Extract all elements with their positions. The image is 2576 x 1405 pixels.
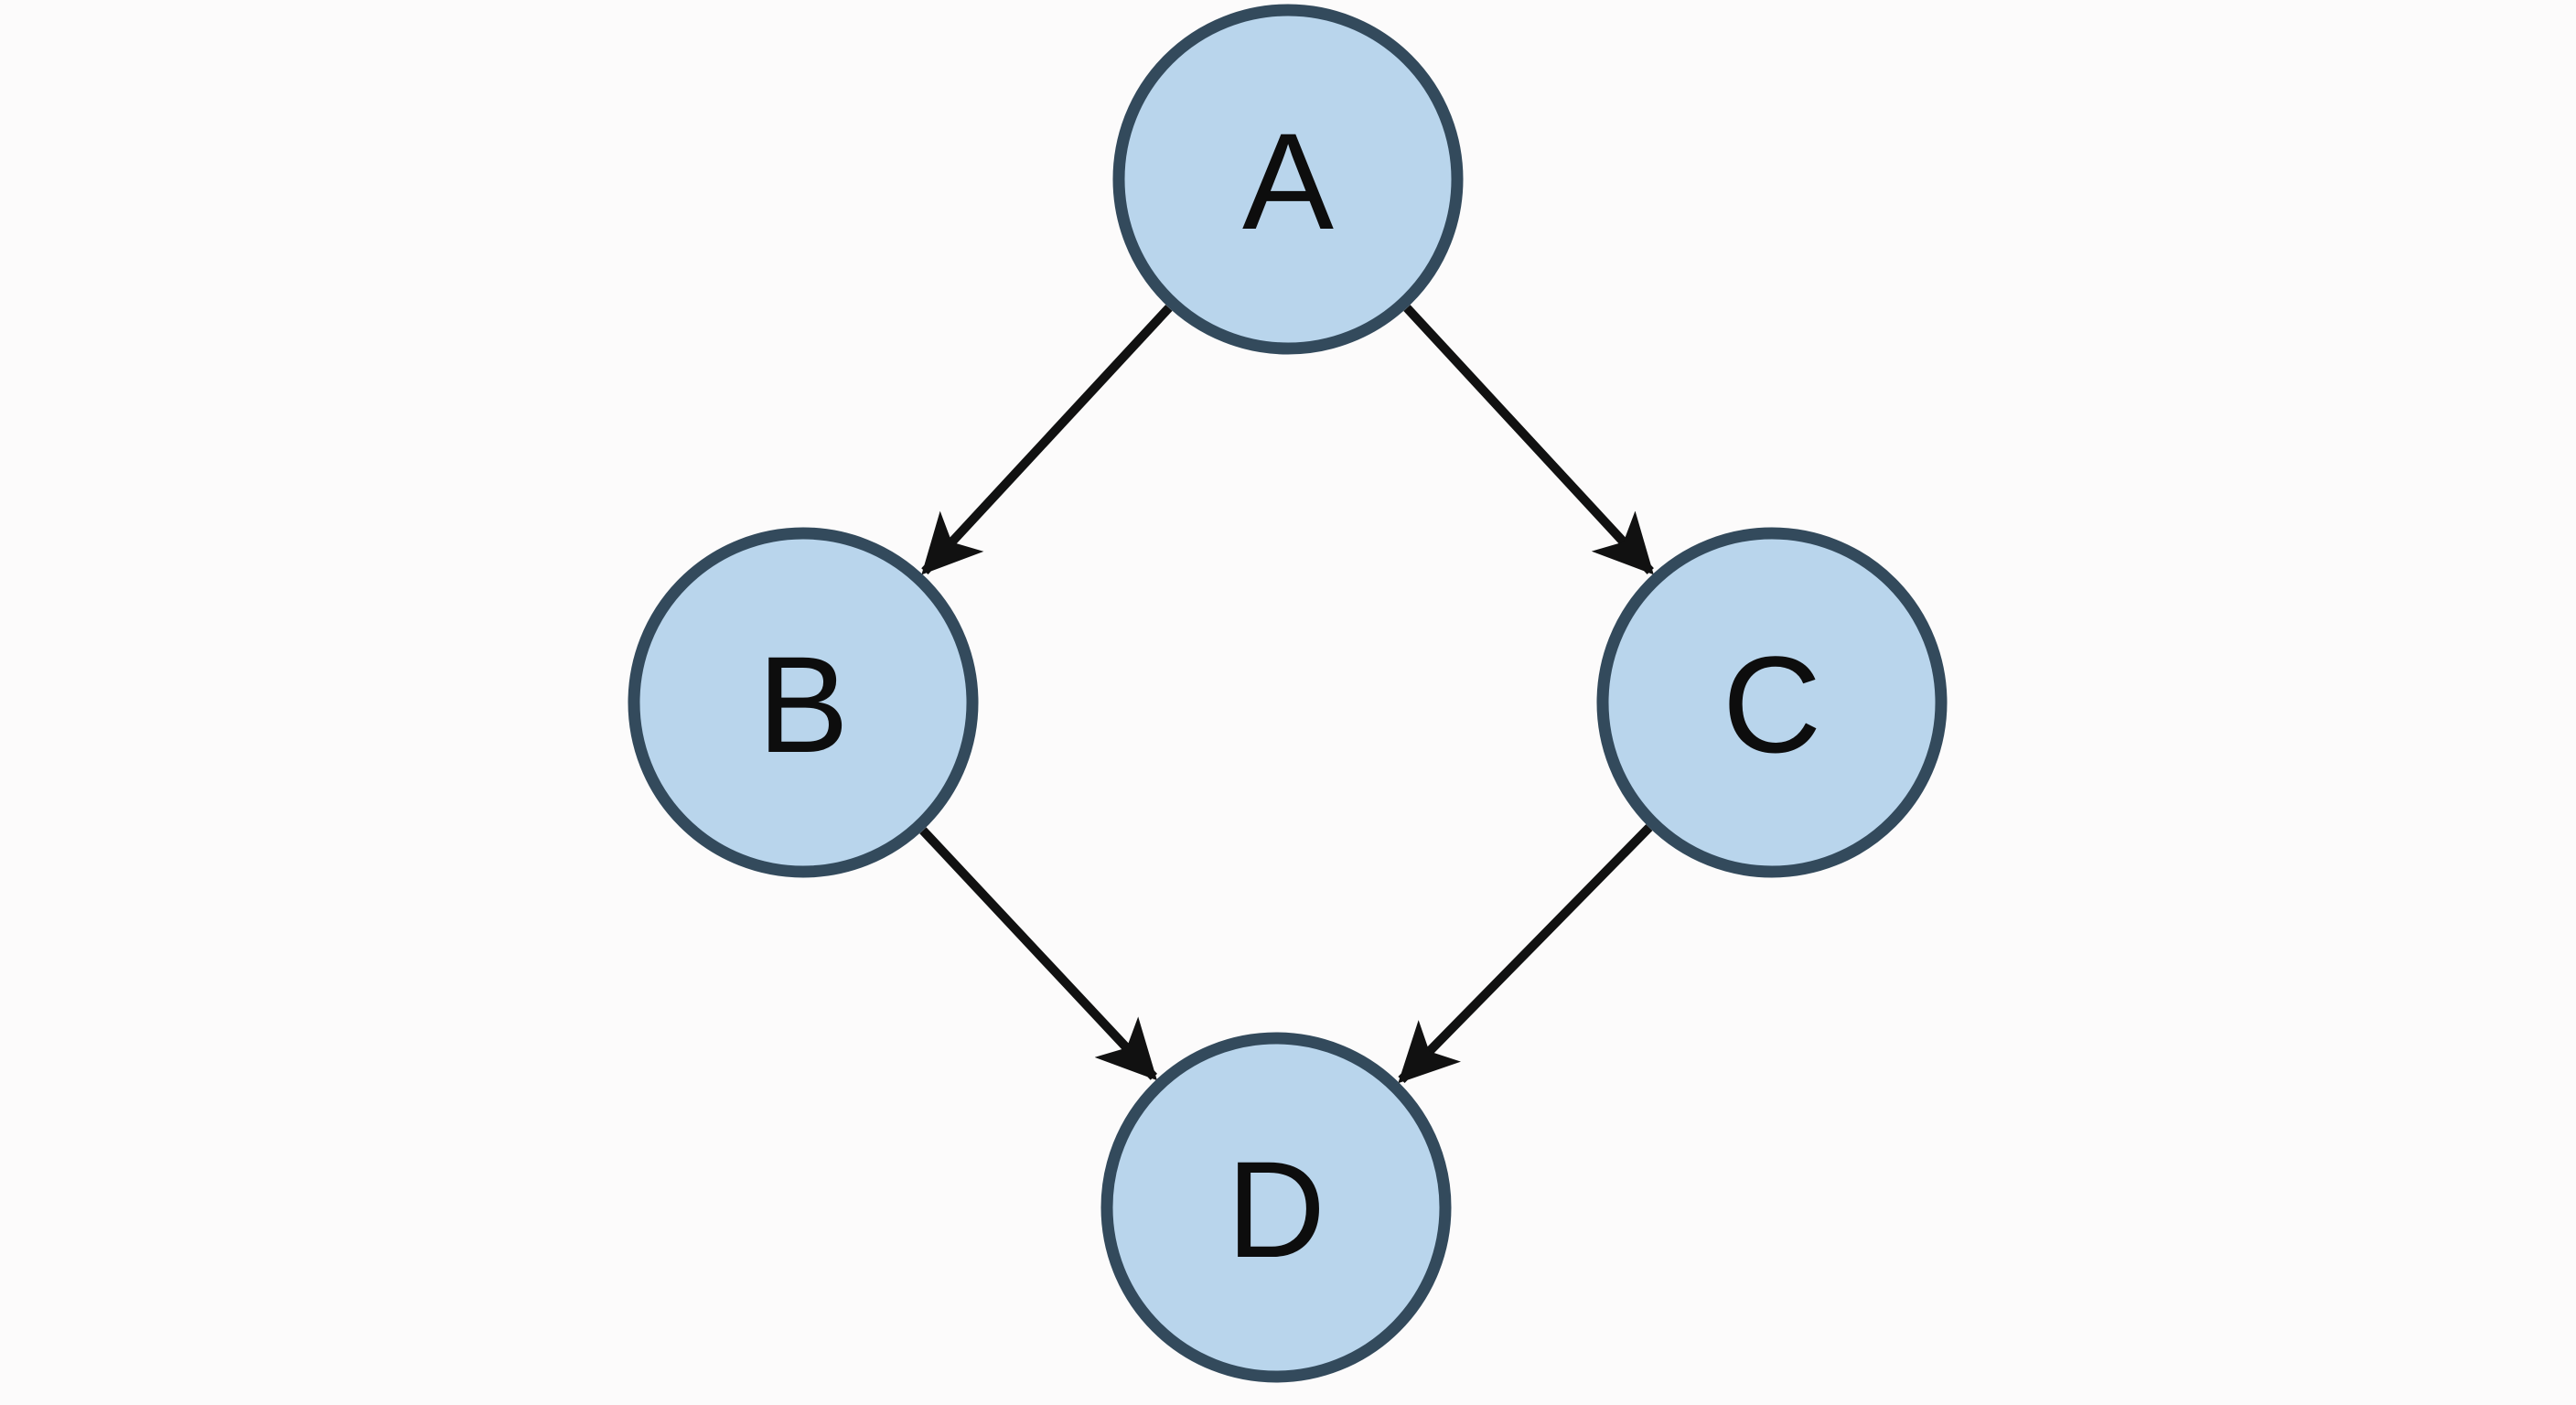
edge-B-D [919,827,1158,1081]
edge-line-B-D [919,827,1158,1081]
node-circle-B [628,527,979,878]
edge-C-D [1398,824,1653,1084]
edge-line-A-B [921,305,1173,575]
edge-A-C [1403,305,1654,575]
node-circle-D [1100,1032,1452,1383]
edge-line-A-C [1403,305,1654,575]
node-A: A [1112,4,1464,355]
node-D: D [1100,1032,1452,1383]
node-label-D: D [1227,1132,1326,1286]
edge-line-C-D [1398,824,1653,1084]
node-circle-C [1596,527,1948,878]
node-label-C: C [1723,627,1821,781]
edges-layer [919,305,1654,1084]
node-B: B [628,527,979,878]
edge-A-B [921,305,1173,575]
node-label-A: A [1242,104,1334,258]
node-label-B: B [757,627,849,781]
nodes-layer: A B C D [628,4,1948,1383]
node-circle-A [1112,4,1464,355]
node-C: C [1596,527,1948,878]
